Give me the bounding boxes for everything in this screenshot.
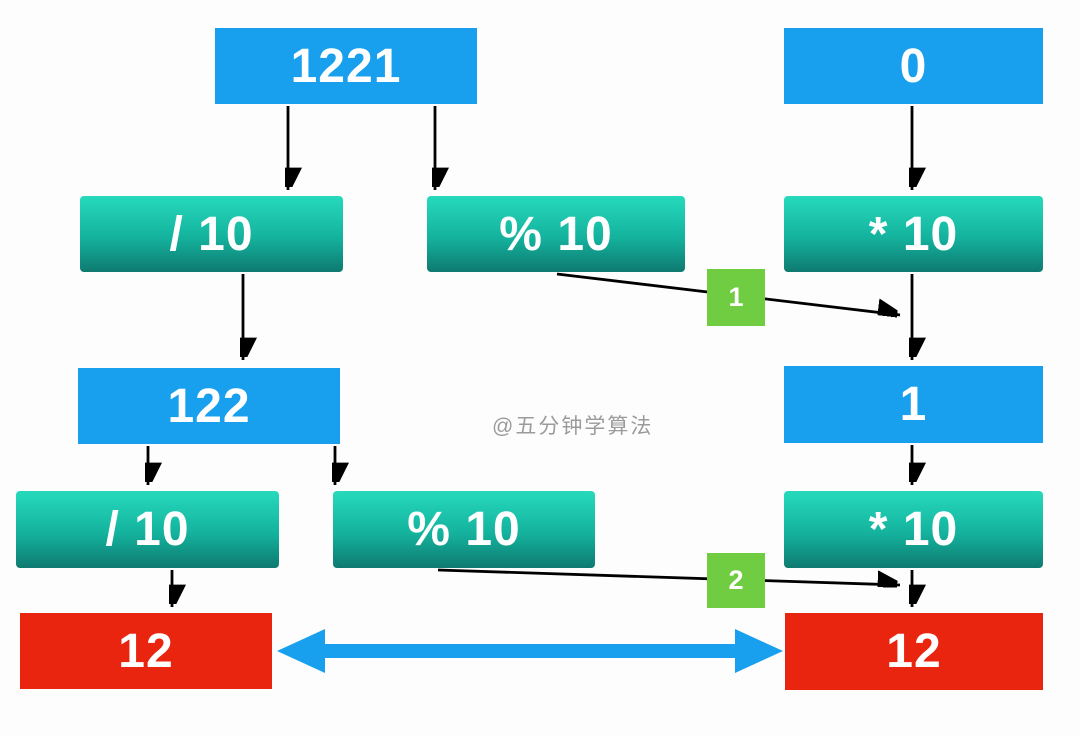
step-badge-2: 2 bbox=[707, 553, 765, 608]
result-left-12: 12 bbox=[20, 613, 272, 689]
watermark: @五分钟学算法 bbox=[492, 415, 654, 438]
op-mod10-step1: % 10 bbox=[427, 196, 685, 272]
node-122: 122 bbox=[78, 368, 340, 444]
step-badge-1: 1 bbox=[707, 269, 765, 326]
op-div10-step1: / 10 bbox=[80, 196, 343, 272]
arrow-mod10-step2-diagonal bbox=[437, 568, 901, 585]
op-mod10-step2: % 10 bbox=[333, 491, 595, 568]
result-right-12: 12 bbox=[785, 613, 1043, 690]
node-1: 1 bbox=[784, 366, 1043, 443]
compare-double-arrow bbox=[277, 629, 783, 673]
op-div10-step2: / 10 bbox=[16, 491, 279, 568]
node-1221: 1221 bbox=[215, 28, 477, 104]
op-mul10-step2: * 10 bbox=[784, 491, 1043, 568]
node-0: 0 bbox=[784, 28, 1043, 104]
op-mul10-step1: * 10 bbox=[784, 196, 1043, 272]
